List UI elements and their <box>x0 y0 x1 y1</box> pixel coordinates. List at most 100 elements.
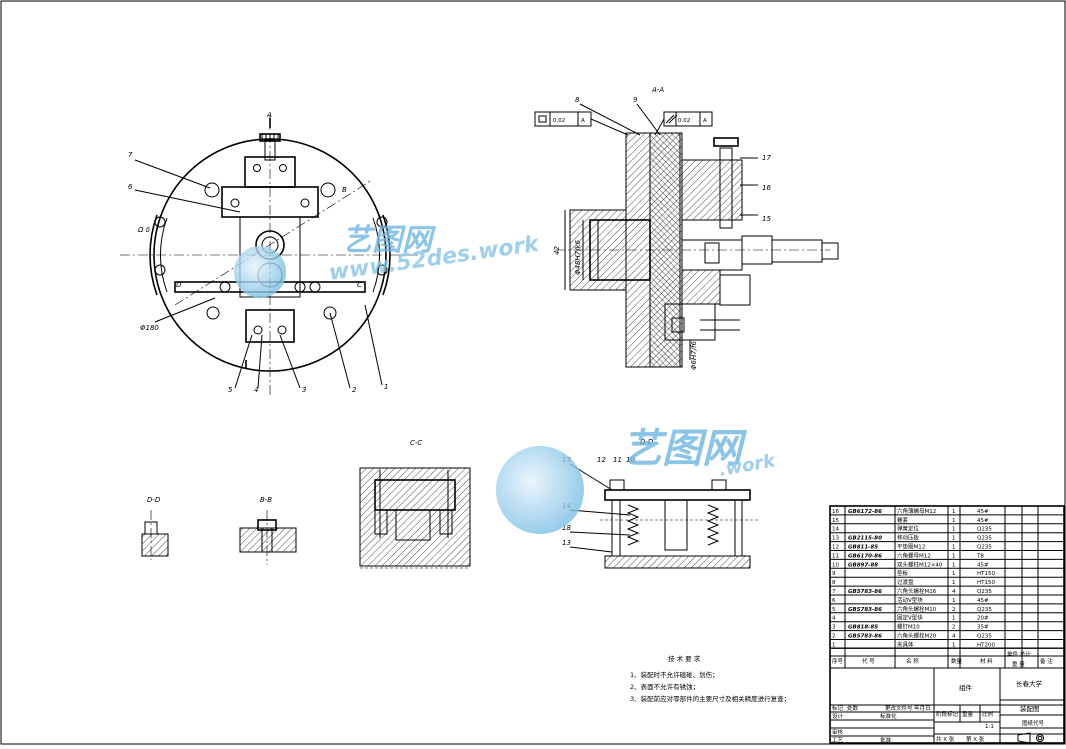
bolt-head <box>154 216 166 228</box>
leader-label-5: 5 <box>228 386 233 394</box>
bolt-shaft <box>719 147 733 229</box>
bom-cell-material: 45# <box>977 562 989 568</box>
bom-cell-qty: 1 <box>952 598 956 604</box>
bom-cell-name: 六角螺母M12 <box>897 551 931 559</box>
dd-label-10: 10 <box>626 456 635 464</box>
bom-cell-qty: 1 <box>952 562 956 568</box>
bom-cell-name: 六角头螺栓M20 <box>897 632 937 640</box>
bom-cell-qty: 1 <box>952 571 956 577</box>
right-arc-slot <box>382 214 391 296</box>
dim-42: 42 <box>553 246 561 255</box>
tb-zone: 处数 <box>847 704 859 712</box>
bom-cell-material: HT150 <box>977 571 995 577</box>
bom-cell-name: 固定V型块 <box>897 614 923 622</box>
tech-req-item: 2、表面不允许有锈蚀； <box>630 682 699 691</box>
dim-pin: Φ6H7/f6 <box>690 340 698 370</box>
leader-label-4: 4 <box>254 386 258 394</box>
screw-shaft <box>771 239 823 263</box>
svg-text:0.02: 0.02 <box>678 118 690 124</box>
bom-cell-name: 六角薄螺母M12 <box>897 507 936 515</box>
bom-cell-material: 45# <box>977 509 989 515</box>
dim-bore: Φ48H7/k6 <box>574 239 582 275</box>
pressure-plate <box>604 489 751 501</box>
bom-cell-no: 10 <box>832 562 839 568</box>
view-title-dd-right: D-D <box>640 438 654 446</box>
tb-scale-value: 1:1 <box>985 724 994 730</box>
bom-header-weight: 单件 总计 <box>1007 650 1031 658</box>
tech-req-item: 1、装配时不允许磕碰、划伤； <box>630 670 719 679</box>
letter-b: B <box>342 186 347 194</box>
tb-change: 更改文件号 <box>885 704 913 712</box>
bom-cell-material: 35# <box>977 625 989 631</box>
bom-cell-qty: 2 <box>952 607 956 613</box>
left-arc-label: Ω δ <box>137 226 150 234</box>
tb-weight: 重量 <box>962 710 974 718</box>
leader-label-3: 3 <box>302 386 306 394</box>
tb-standard: 标准化 <box>880 712 897 720</box>
bom-cell-code: GB818-85 <box>848 625 878 631</box>
view-title-dd: D-D <box>147 496 161 504</box>
leader-label-2: 2 <box>352 386 357 394</box>
view-title-aa: A-A <box>651 86 664 94</box>
bom-cell-material: Q235 <box>977 545 992 551</box>
globe-logo-icon <box>496 446 584 534</box>
bom-header-material: 材 料 <box>980 657 993 665</box>
bom-cell-name: 夹具体 <box>897 640 914 648</box>
bom-cell-qty: 2 <box>952 625 956 631</box>
flatness-icon <box>538 115 547 123</box>
watermark-brand: 艺图网 <box>342 223 436 258</box>
bom-cell-qty: 1 <box>952 509 956 515</box>
section-cc-view: C-C <box>359 439 471 569</box>
bom-cell-material: 45# <box>977 598 989 604</box>
bom-cell-name: 垫板 <box>897 569 909 577</box>
bolt-head <box>376 264 388 276</box>
v-block-section <box>681 159 743 221</box>
tb-drawing-name: 装配图 <box>1020 704 1040 713</box>
bom-cell-material: HT200 <box>977 642 995 648</box>
watermark-lower: 艺图网 .work <box>496 426 778 534</box>
watermark-brand-lower: 艺图网 <box>622 426 748 472</box>
bom-cell-no: 5 <box>832 607 836 613</box>
tolerance-frame-left: 0.02 A <box>534 111 592 127</box>
bom-cell-material: Q235 <box>977 634 992 640</box>
fixed-v-block <box>245 309 295 343</box>
svg-text:A: A <box>581 118 585 124</box>
bom-cell-no: 14 <box>832 527 839 533</box>
letter-d: D <box>176 281 182 289</box>
bom-cell-name: 过渡盘 <box>897 578 914 586</box>
leader-label-15: 15 <box>762 215 771 223</box>
leader-label-16: 16 <box>762 184 771 192</box>
bom-cell-qty: 1 <box>952 527 956 533</box>
bom-header-name: 名 称 <box>906 657 919 665</box>
technical-requirements: 技 术 要 求 1、装配时不允许磕碰、划伤； 2、表面不允许有锈蚀； 3、装配前… <box>630 654 790 703</box>
bom-cell-qty: 1 <box>952 545 956 551</box>
bom-cell-qty: 1 <box>952 518 956 524</box>
leader-label-1: 1 <box>384 383 388 391</box>
bom-cell-code: GB5783-86 <box>848 607 882 613</box>
leader-label-6: 6 <box>128 183 133 191</box>
section-bb: B-B <box>239 496 297 565</box>
dd-label-11: 11 <box>613 456 622 464</box>
bom-cell-no: 2 <box>832 634 836 640</box>
leader-label-7: 7 <box>128 151 133 159</box>
bom-cell-material: Q235 <box>977 607 992 613</box>
tb-sheet-no: 第 X 张 <box>966 735 985 743</box>
bom-cell-no: 16 <box>832 509 839 515</box>
bom-cell-no: 3 <box>832 625 836 631</box>
bom-cell-name: 活动V型块 <box>897 596 923 604</box>
svg-text:0.02: 0.02 <box>553 118 565 124</box>
knob-icon-aa <box>713 137 739 147</box>
bom-cell-name: 螺套 <box>897 516 909 524</box>
globe-logo-icon <box>234 246 286 298</box>
bom-header-code: 代 号 <box>862 657 875 665</box>
bom-cell-material: 45# <box>977 518 989 524</box>
bom-cell-material: Q235 <box>977 527 992 533</box>
section-aa-view: A-A 0.02 A 0.02 A 8 9 <box>534 86 839 370</box>
bom-header-no: 序号 <box>832 657 844 665</box>
bom-cell-qty: 1 <box>952 642 956 648</box>
bom-cell-no: 1 <box>832 642 836 648</box>
diagonal-centerline <box>174 179 373 306</box>
spring-right <box>706 504 720 546</box>
